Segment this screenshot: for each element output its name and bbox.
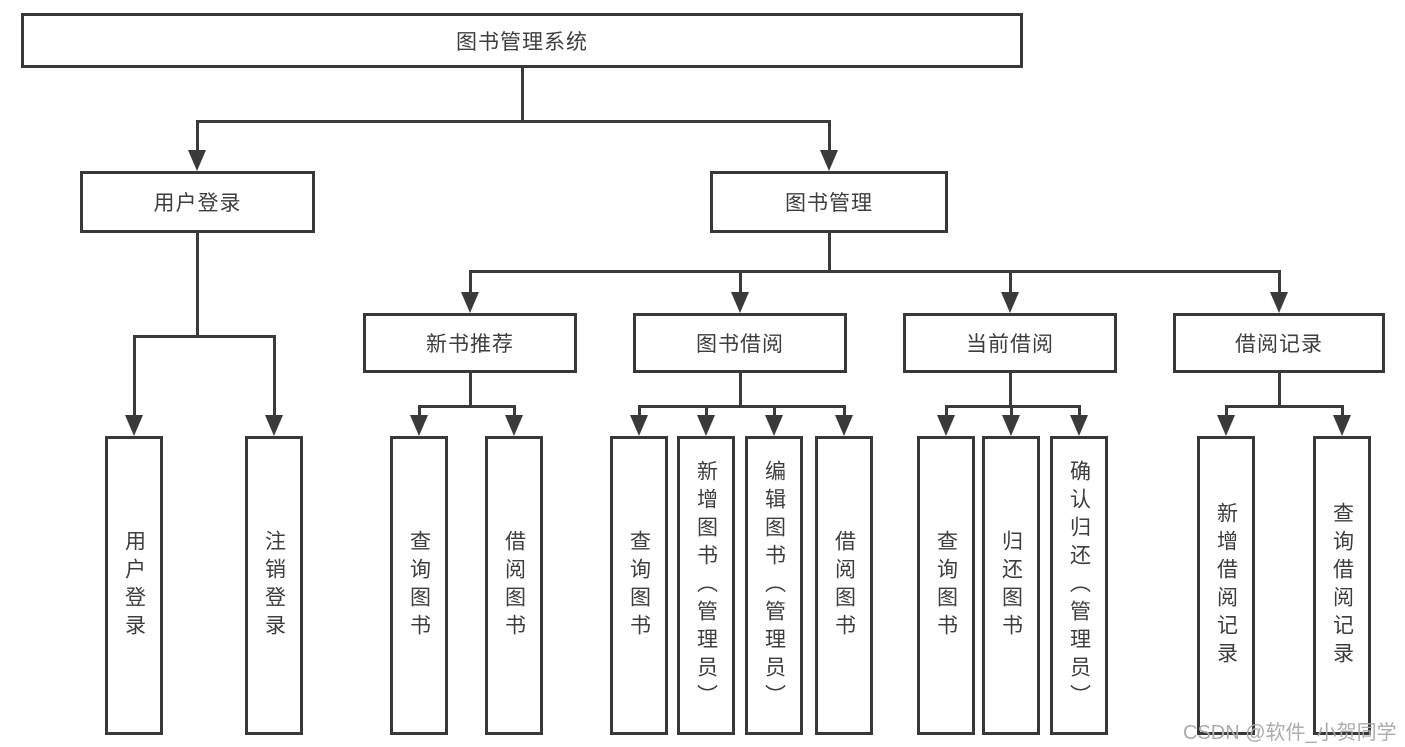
arrowhead-user-login-leaf: [125, 415, 143, 436]
connector-drop-nb-query: [418, 405, 421, 417]
node-root-label: 图书管理系统: [456, 30, 588, 54]
leaf-cur-query-books: 查询图书: [917, 436, 975, 735]
connector-drop-user-login: [196, 120, 199, 153]
leaf-nb-borrow-books: 借阅图书: [485, 436, 543, 735]
leaf-logout-label: 注销登录: [262, 529, 286, 642]
connector-root-rail: [196, 120, 831, 123]
leaf-cur-return-books: 归还图书: [982, 436, 1040, 735]
leaf-user-login: 用户登录: [105, 436, 163, 735]
leaf-rec-query-record: 查询借阅记录: [1313, 436, 1371, 735]
leaf-cur-query-books-label: 查询图书: [934, 529, 958, 642]
leaf-bw-borrow-books: 借阅图书: [815, 436, 873, 735]
csdn-watermark: CSDN @软件_小贺同学: [1183, 722, 1397, 744]
arrowhead-new-book-recommend: [461, 292, 479, 313]
connector-book-management-stem: [828, 231, 831, 270]
connector-drop-bw-query: [638, 405, 641, 417]
leaf-bw-query-books: 查询图书: [610, 436, 668, 735]
leaf-bw-query-books-label: 查询图书: [627, 529, 651, 642]
leaf-user-login-label: 用户登录: [122, 529, 146, 642]
connector-drop-book-management: [828, 120, 831, 153]
leaf-bw-borrow-books-label: 借阅图书: [832, 529, 856, 642]
connector-drop-cur-confirm: [1078, 405, 1081, 417]
leaf-cur-return-books-label: 归还图书: [999, 529, 1023, 642]
leaf-bw-edit-books-admin: 编辑图书（管理员）: [745, 436, 803, 735]
arrowhead-book-borrow: [731, 292, 749, 313]
arrowhead-logout: [265, 415, 283, 436]
node-book-borrow: 图书借阅: [633, 313, 847, 373]
arrowhead-cur-confirm: [1070, 415, 1088, 436]
connector-user-login-rail: [133, 335, 276, 338]
connector-drop-logout: [273, 335, 276, 417]
arrowhead-bw-add: [697, 415, 715, 436]
connector-current-borrow-rail: [945, 405, 1081, 408]
node-new-book-recommend: 新书推荐: [363, 313, 577, 373]
connector-root-stem: [521, 67, 524, 120]
arrowhead-borrow-records: [1270, 292, 1288, 313]
node-book-management-label: 图书管理: [785, 192, 873, 215]
connector-current-borrow-stem: [1009, 372, 1012, 405]
connector-user-login-stem: [196, 231, 199, 335]
arrowhead-nb-query: [410, 415, 428, 436]
node-new-book-recommend-label: 新书推荐: [426, 333, 514, 356]
node-borrow-records-label: 借阅记录: [1235, 333, 1323, 356]
connector-drop-new-book-recommend: [469, 270, 472, 293]
node-current-borrow: 当前借阅: [903, 313, 1117, 373]
arrowhead-bw-query: [630, 415, 648, 436]
connector-drop-bw-add: [705, 405, 708, 417]
connector-drop-current-borrow: [1009, 270, 1012, 293]
node-borrow-records: 借阅记录: [1173, 313, 1385, 373]
leaf-cur-confirm-return-admin-label: 确认归还（管理员）: [1067, 459, 1091, 712]
connector-book-management-rail: [469, 270, 1281, 273]
arrowhead-nb-borrow: [505, 415, 523, 436]
connector-drop-nb-borrow: [513, 405, 516, 417]
connector-new-book-recommend-stem: [469, 372, 472, 405]
leaf-logout: 注销登录: [245, 436, 303, 735]
leaf-nb-borrow-books-label: 借阅图书: [502, 529, 526, 642]
leaf-bw-add-books-admin: 新增图书（管理员）: [677, 436, 735, 735]
connector-new-book-recommend-rail: [418, 405, 516, 408]
leaf-nb-query-books-label: 查询图书: [407, 529, 431, 642]
connector-book-borrow-rail: [638, 405, 846, 408]
leaf-cur-confirm-return-admin: 确认归还（管理员）: [1050, 436, 1108, 735]
arrowhead-bw-edit: [765, 415, 783, 436]
leaf-rec-query-record-label: 查询借阅记录: [1330, 501, 1354, 670]
arrowhead-cur-return: [1002, 415, 1020, 436]
node-user-login: 用户登录: [80, 171, 315, 233]
leaf-rec-add-record: 新增借阅记录: [1197, 436, 1255, 735]
node-book-management: 图书管理: [710, 171, 948, 233]
arrowhead-user-login: [188, 150, 206, 171]
leaf-bw-add-books-admin-label: 新增图书（管理员）: [694, 459, 718, 712]
leaf-bw-edit-books-admin-label: 编辑图书（管理员）: [762, 459, 786, 712]
connector-drop-bw-edit: [773, 405, 776, 417]
leaf-rec-add-record-label: 新增借阅记录: [1214, 501, 1238, 670]
connector-borrow-records-rail: [1225, 405, 1343, 408]
leaf-nb-query-books: 查询图书: [390, 436, 448, 735]
node-root-book-management-system: 图书管理系统: [21, 13, 1023, 68]
node-current-borrow-label: 当前借阅: [966, 333, 1054, 356]
connector-drop-user-login-leaf: [133, 335, 136, 417]
connector-borrow-records-stem: [1278, 372, 1281, 405]
connector-drop-borrow-records: [1278, 270, 1281, 293]
arrowhead-cur-query: [937, 415, 955, 436]
arrowhead-current-borrow: [1001, 292, 1019, 313]
connector-book-borrow-stem: [739, 372, 742, 405]
connector-drop-cur-query: [945, 405, 948, 417]
connector-drop-rec-query: [1341, 405, 1344, 417]
arrowhead-rec-add: [1217, 415, 1235, 436]
arrowhead-book-management: [820, 150, 838, 171]
arrowhead-rec-query: [1333, 415, 1351, 436]
connector-drop-rec-add: [1225, 405, 1228, 417]
connector-drop-cur-return: [1010, 405, 1013, 417]
node-book-borrow-label: 图书借阅: [696, 333, 784, 356]
connector-drop-bw-borrow: [843, 405, 846, 417]
arrowhead-bw-borrow: [835, 415, 853, 436]
node-user-login-label: 用户登录: [153, 192, 242, 215]
connector-drop-book-borrow: [739, 270, 742, 293]
